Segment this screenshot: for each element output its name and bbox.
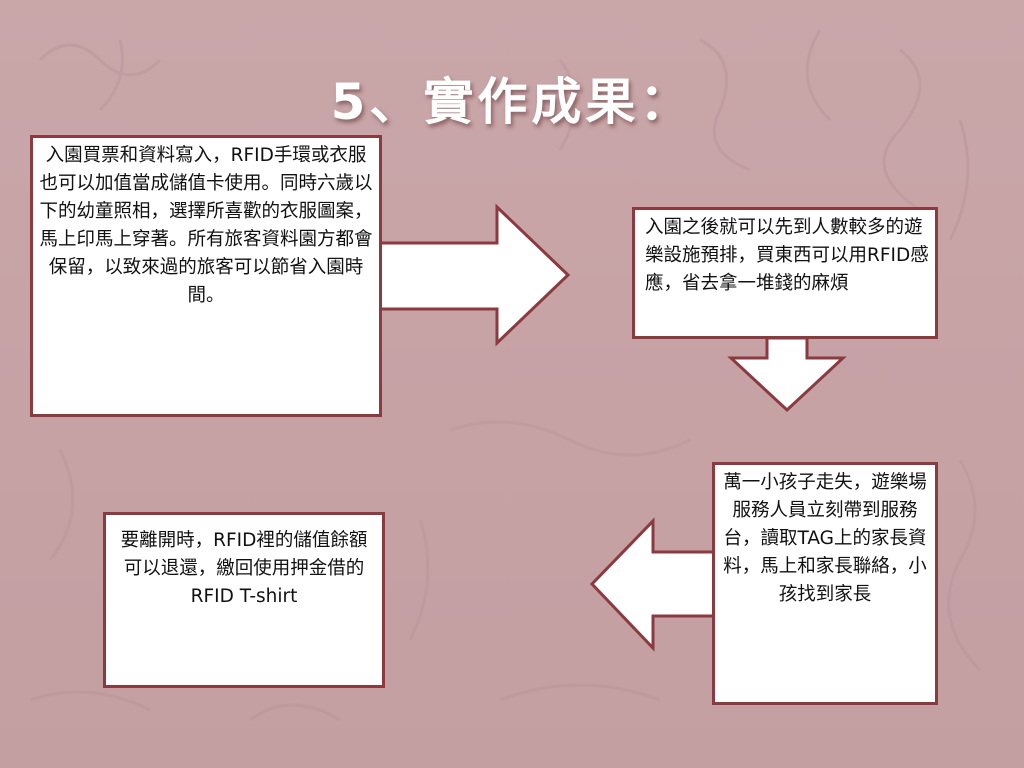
reservation-step-text: 入園之後就可以先到人數較多的遊樂設施預排，買東西可以用RFID感應，省去拿一堆錢… xyxy=(645,217,929,294)
refund-step-text: 要離開時，RFID裡的儲值餘額可以退還，繳回使用押金借的RFID T-shirt xyxy=(120,530,368,607)
refund-step-box: 要離開時，RFID裡的儲值餘額可以退還，繳回使用押金借的RFID T-shirt xyxy=(103,512,385,688)
slide-title: 5、實作成果： xyxy=(330,73,694,131)
ticketing-step-box: 入園買票和資料寫入，RFID手環或衣服也可以加值當成儲值卡使用。同時六歲以下的幼… xyxy=(30,135,382,417)
ticketing-step-text: 入園買票和資料寫入，RFID手環或衣服也可以加值當成儲值卡使用。同時六歲以下的幼… xyxy=(39,145,373,306)
arrow-left xyxy=(589,517,716,652)
lost-child-step-text: 萬一小孩子走失，遊樂場服務人員立刻帶到服務台，讀取TAG上的家長資料，馬上和家長… xyxy=(723,472,927,605)
lost-child-step-box: 萬一小孩子走失，遊樂場服務人員立刻帶到服務台，讀取TAG上的家長資料，馬上和家長… xyxy=(712,462,938,705)
reservation-step-box: 入園之後就可以先到人數較多的遊樂設施預排，買東西可以用RFID感應，省去拿一堆錢… xyxy=(632,207,938,339)
arrow-right xyxy=(378,203,571,347)
arrow-down xyxy=(727,336,847,413)
